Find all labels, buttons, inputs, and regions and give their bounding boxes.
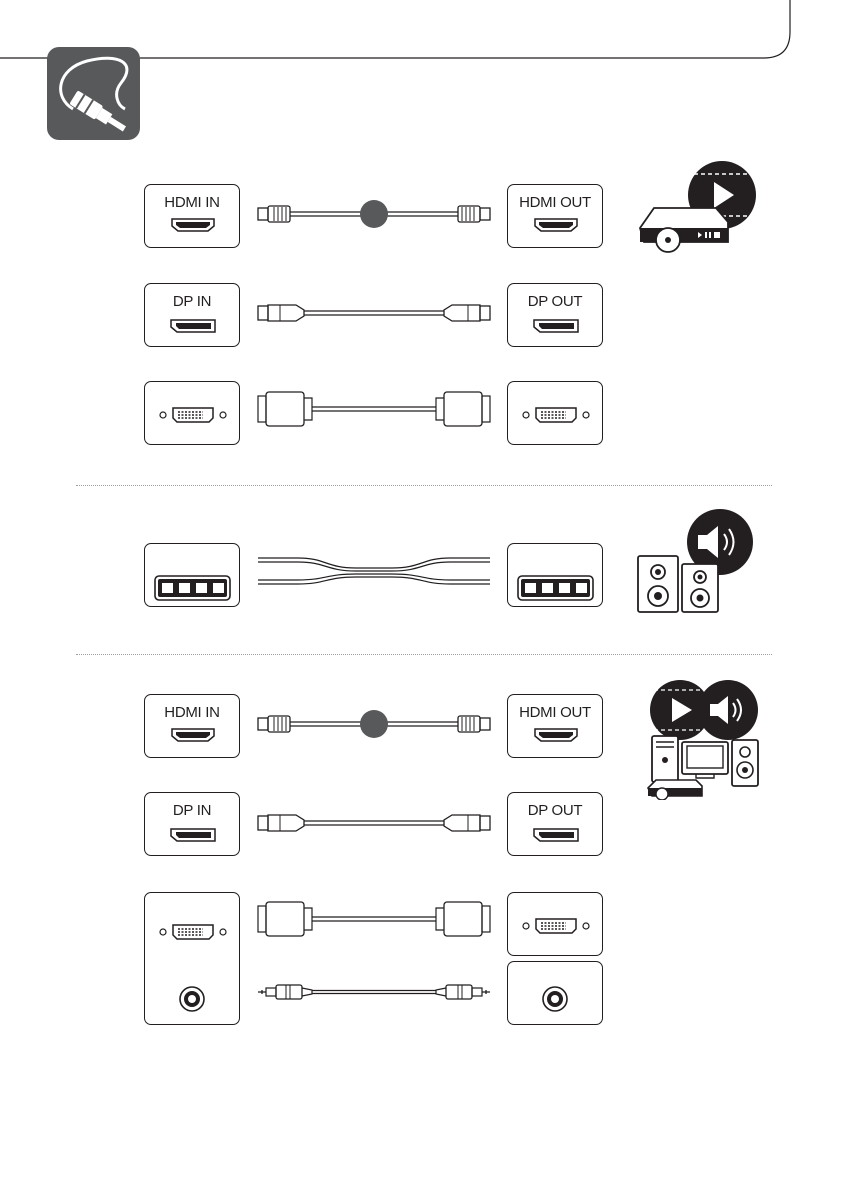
dp-out-port: DP OUT (507, 792, 603, 856)
dvi-cable (256, 388, 492, 430)
dp-port-icon (533, 319, 579, 333)
hdmi-port-icon (171, 728, 215, 742)
dp-in-label: DP IN (145, 293, 239, 310)
audio-out-port (507, 961, 603, 1025)
hdmi-in-label: HDMI IN (145, 704, 239, 721)
dvi-out-port (507, 381, 603, 445)
hdmi-port-icon (171, 218, 215, 232)
hdmi-in-port: HDMI IN (144, 184, 240, 248)
audio-jack-icon (541, 985, 569, 1013)
cable-connection-icon (47, 47, 140, 140)
media-player-icon (634, 160, 758, 256)
hdmi-out-label: HDMI OUT (508, 194, 602, 211)
hdmi-in-label: HDMI IN (145, 194, 239, 211)
dp-out-label: DP OUT (508, 293, 602, 310)
hdmi-out-label: HDMI OUT (508, 704, 602, 721)
speaker-in-port (144, 543, 240, 607)
speaker-cable (256, 552, 492, 592)
audio-jack-icon (178, 985, 206, 1013)
section-divider (76, 654, 772, 655)
dvi-in-port (144, 381, 240, 445)
dp-port-icon (170, 319, 216, 333)
dvi-port-icon (159, 406, 227, 424)
hdmi-cable (256, 708, 492, 740)
hdmi-port-icon (534, 728, 578, 742)
dvi-audio-in-port (144, 892, 240, 1025)
dp-in-label: DP IN (145, 802, 239, 819)
dvi-port-icon (522, 917, 590, 935)
dp-in-port: DP IN (144, 792, 240, 856)
dp-port-icon (170, 828, 216, 842)
dp-cable (256, 810, 492, 838)
dvi-cable (256, 898, 492, 940)
hdmi-out-port: HDMI OUT (507, 694, 603, 758)
hdmi-in-port: HDMI IN (144, 694, 240, 758)
speaker-terminal-icon (517, 575, 594, 601)
hdmi-port-icon (534, 218, 578, 232)
dp-in-port: DP IN (144, 283, 240, 347)
hdmi-cable (256, 198, 492, 230)
dvi-out-port (507, 892, 603, 956)
speaker-terminal-icon (154, 575, 231, 601)
dp-port-icon (533, 828, 579, 842)
section-divider (76, 485, 772, 486)
audio-cable (256, 980, 492, 1004)
speakers-icon (634, 508, 758, 616)
speaker-out-port (507, 543, 603, 607)
dp-cable (256, 300, 492, 328)
dvi-port-icon (159, 923, 227, 941)
hdmi-out-port: HDMI OUT (507, 184, 603, 248)
dp-out-port: DP OUT (507, 283, 603, 347)
dp-out-label: DP OUT (508, 802, 602, 819)
av-devices-icon (634, 680, 762, 800)
dvi-port-icon (522, 406, 590, 424)
